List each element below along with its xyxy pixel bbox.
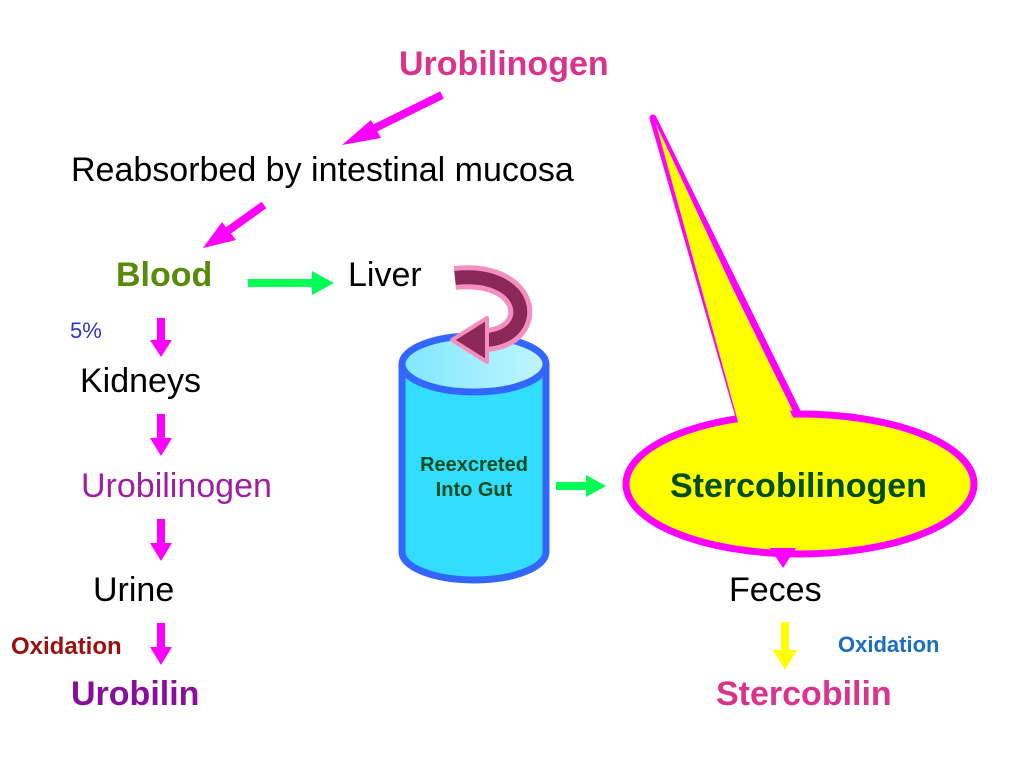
oxidation-left-label: Oxidation [11, 633, 122, 660]
urine-label: Urine [93, 571, 175, 609]
arrow-reabsorbed-to-blood-icon [203, 201, 267, 248]
arrow-urobilinogen-to-urine-icon [150, 519, 172, 561]
reexcreted-line1: Reexcreted [420, 454, 528, 476]
kidneys-label: Kidneys [80, 362, 201, 400]
arrow-kidneys-to-urobilinogen-icon [150, 414, 172, 456]
percent-label: 5% [70, 318, 102, 343]
arrow-stercobilinogen-to-feces-icon [770, 548, 796, 568]
curved-arrow-icon [450, 265, 533, 364]
arrow-urine-to-urobilin-icon [150, 623, 172, 665]
stercobilinogen-label: Stercobilinogen [670, 467, 927, 505]
reexcreted-label: Reexcreted Into Gut [402, 453, 546, 503]
oxidation-right-label: Oxidation [838, 632, 940, 657]
arrow-gut-to-stercobilinogen-icon [556, 475, 606, 497]
reexcreted-line2: Into Gut [435, 479, 513, 501]
stercobilin-label: Stercobilin [716, 675, 892, 713]
urobilin-label: Urobilin [71, 675, 200, 713]
arrow-feces-to-stercobilin-icon [773, 622, 797, 670]
liver-label: Liver [348, 256, 422, 294]
arrow-blood-to-kidneys-icon [150, 318, 172, 357]
feces-label: Feces [729, 571, 822, 609]
arrow-urobilinogen-to-reabsorbed-icon [342, 91, 444, 145]
arrow-blood-to-liver-icon [248, 271, 334, 295]
stercobilinogen-callout [622, 114, 978, 558]
reabsorbed-label: Reabsorbed by intestinal mucosa [71, 151, 574, 189]
top-urobilinogen-label: Urobilinogen [399, 45, 609, 83]
blood-label: Blood [116, 256, 213, 294]
urobilinogen-left-label: Urobilinogen [81, 467, 272, 505]
